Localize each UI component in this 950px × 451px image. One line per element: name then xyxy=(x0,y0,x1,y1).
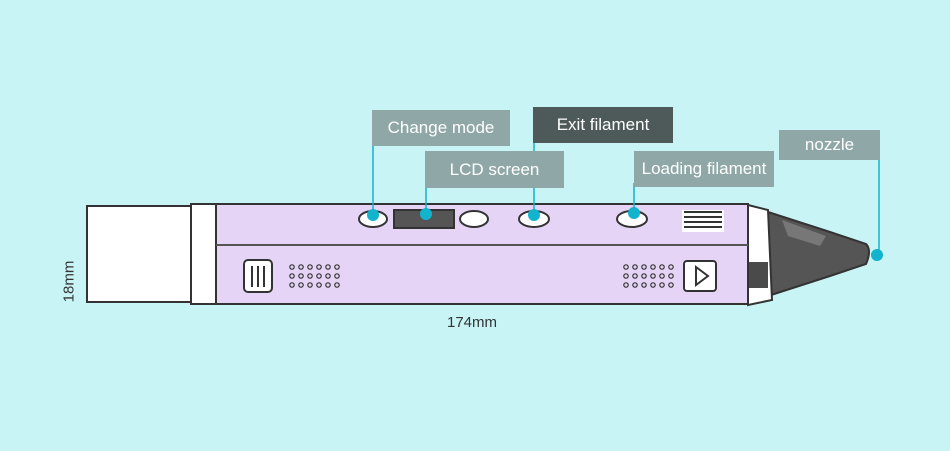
callout-loading-filament: Loading filament xyxy=(634,151,774,187)
callout-lcd-screen: LCD screen xyxy=(425,151,564,188)
front-collar xyxy=(747,203,774,307)
play-button[interactable] xyxy=(683,260,717,292)
vent-dot xyxy=(650,273,656,279)
vent-dot xyxy=(316,282,322,288)
nozzle-tip-highlight xyxy=(782,220,826,246)
marker-change-mode xyxy=(367,209,379,221)
vent-dot xyxy=(623,273,629,279)
back-cap xyxy=(86,205,194,303)
vent-dots-left xyxy=(289,264,340,288)
marker-loading-filament xyxy=(628,207,640,219)
back-ring xyxy=(190,203,218,305)
callout-exit-filament: Exit filament xyxy=(533,107,673,143)
vent-dot xyxy=(623,282,629,288)
play-icon xyxy=(695,265,710,287)
vent-dot xyxy=(659,264,665,270)
vent-dot xyxy=(325,282,331,288)
vent-dot xyxy=(334,264,340,270)
vent-dot xyxy=(307,282,313,288)
vent-dot xyxy=(298,273,304,279)
vent-dot xyxy=(632,264,638,270)
vent-dot xyxy=(289,282,295,288)
vent-dot xyxy=(289,264,295,270)
vent-dot xyxy=(659,273,665,279)
vent-dot xyxy=(298,282,304,288)
vent-dot xyxy=(334,273,340,279)
middle-button[interactable] xyxy=(459,210,489,228)
vent-dot xyxy=(316,264,322,270)
vent-dot xyxy=(307,273,313,279)
vent-dot xyxy=(668,273,674,279)
vent-dot xyxy=(325,264,331,270)
vent-dot xyxy=(668,264,674,270)
vent-dot xyxy=(641,273,647,279)
vent-dot xyxy=(641,264,647,270)
callout-nozzle: nozzle xyxy=(779,130,880,160)
vent-dots-right xyxy=(623,264,674,288)
vent-dot xyxy=(659,282,665,288)
vent-dot xyxy=(632,273,638,279)
marker-nozzle xyxy=(871,249,883,261)
vent-dot xyxy=(650,264,656,270)
vent-dot xyxy=(650,282,656,288)
vent-dot xyxy=(307,264,313,270)
vent-dot xyxy=(623,264,629,270)
vent-dot xyxy=(641,282,647,288)
vent-dot xyxy=(668,282,674,288)
vent-dot xyxy=(325,273,331,279)
vent-dot xyxy=(316,273,322,279)
vent-dot xyxy=(289,273,295,279)
callout-change-mode: Change mode xyxy=(372,110,510,146)
vent-dot xyxy=(632,282,638,288)
nozzle-tip xyxy=(767,210,870,298)
vent-dot xyxy=(334,282,340,288)
dimension-width-label: 18mm xyxy=(60,260,78,303)
marker-exit-filament xyxy=(528,209,540,221)
dimension-length-label: 174mm xyxy=(447,314,498,331)
marker-lcd-screen xyxy=(420,208,432,220)
vent-dot xyxy=(298,264,304,270)
